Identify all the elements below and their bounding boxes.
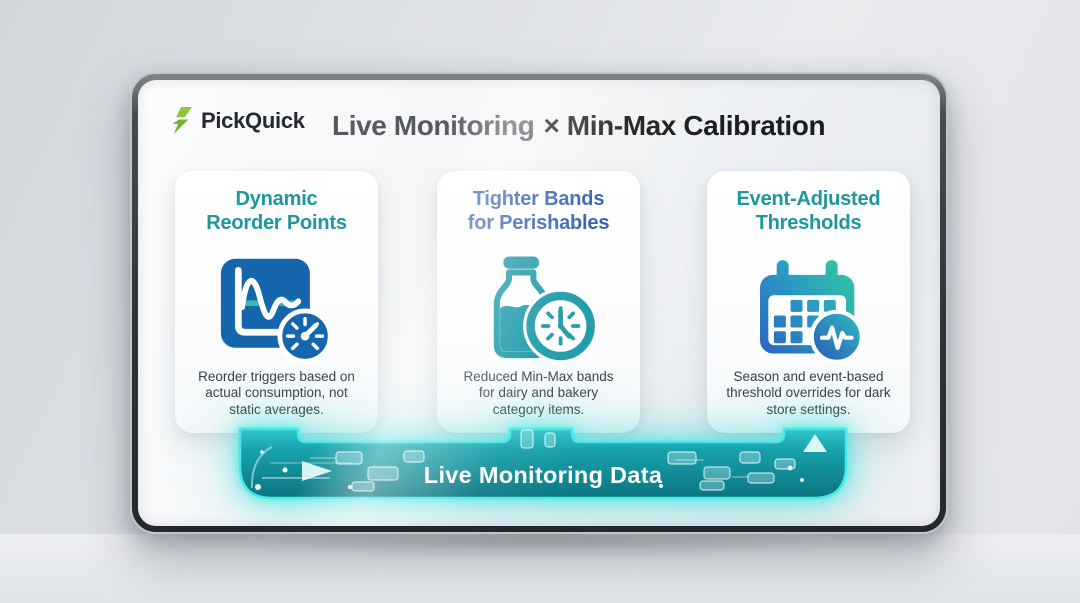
brand-name: PickQuick	[201, 107, 305, 133]
chart-gauge-icon	[175, 243, 378, 377]
card-tighter-bands-perishables: Tighter Bands for Perishables	[437, 171, 640, 433]
data-pipe: Live Monitoring Data	[238, 427, 848, 500]
brand-logo: PickQuick	[169, 106, 305, 135]
card-title-line: Event-Adjusted	[736, 188, 881, 210]
pipe-label: Live Monitoring Data	[424, 462, 663, 488]
chart-gauge-graphic	[220, 258, 333, 364]
screen: PickQuick Live Monitoring × Min-Max Calib…	[138, 80, 940, 526]
card-description: Reduced Min-Max bands for dairy and bake…	[463, 368, 614, 417]
card-title: Dynamic Reorder Points	[175, 187, 378, 235]
chart-axis	[234, 266, 303, 336]
card-title-line: Dynamic	[235, 188, 318, 210]
title-live-monitoring: Live Monitoring	[332, 110, 535, 141]
card-title-line: for Perishables	[467, 212, 610, 234]
pulse-line	[819, 325, 854, 350]
gauge-badge	[276, 308, 333, 364]
bottle-cap	[502, 256, 539, 269]
card-title-line: Tighter Bands	[472, 188, 605, 210]
card-description: Reorder triggers based on actual consump…	[198, 368, 355, 417]
flow-arrow-right	[302, 461, 332, 481]
pulse-badge	[809, 309, 864, 364]
bottle-clock-graphic	[493, 256, 598, 364]
card-title: Event-Adjusted Thresholds	[707, 187, 910, 235]
monitor-frame: PickQuick Live Monitoring × Min-Max Calib…	[130, 72, 948, 534]
clock-badge	[522, 288, 598, 364]
card-title-line: Reorder Points	[206, 212, 347, 234]
demand-wave	[238, 277, 301, 320]
card-title-line: Thresholds	[755, 212, 862, 234]
flow-arrow-up	[803, 434, 827, 452]
bolt-icon	[172, 107, 193, 134]
calendar-pulse-graphic	[759, 260, 864, 364]
calendar-pulse-icon	[707, 243, 910, 377]
card-event-adjusted-thresholds: Event-Adjusted Thresholds	[707, 171, 910, 433]
monitor-reflection	[170, 536, 910, 566]
floor-surface	[0, 534, 1080, 603]
pipe-circuit-decorations	[250, 429, 827, 492]
card-description: Season and event-based threshold overrid…	[726, 368, 891, 417]
card-dynamic-reorder-points: Dynamic Reorder Points	[175, 171, 378, 433]
title-min-max-calibration: × Min-Max Calibration	[543, 110, 826, 141]
card-title: Tighter Bands for Perishables	[437, 187, 640, 235]
pipe-body	[238, 427, 848, 500]
page-title: Live Monitoring × Min-Max Calibration	[332, 110, 826, 142]
bottle-clock-icon	[437, 243, 640, 377]
data-chips	[335, 429, 796, 492]
